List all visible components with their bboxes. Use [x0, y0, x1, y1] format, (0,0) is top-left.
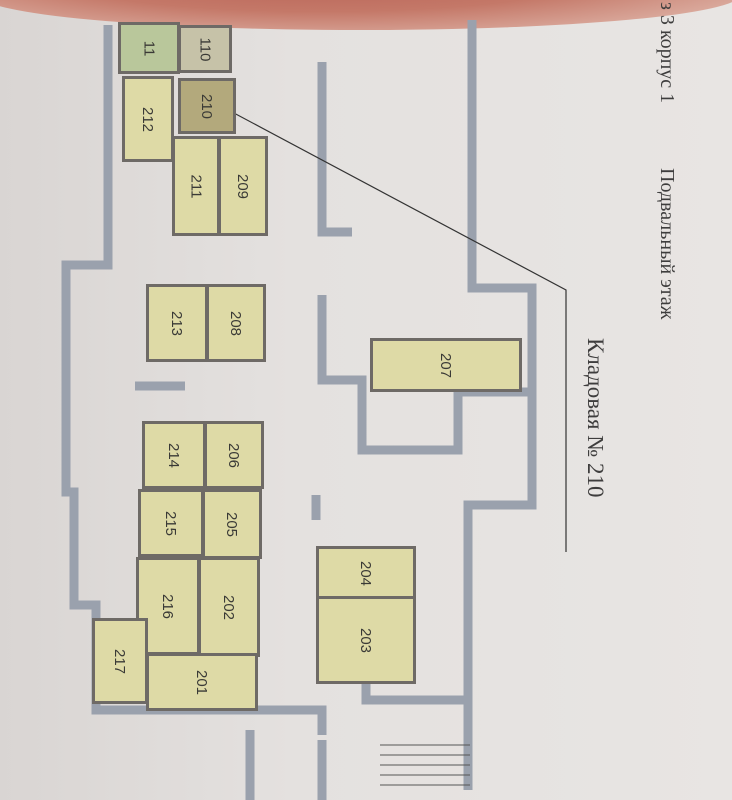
room-number: 202: [220, 594, 238, 620]
room-212: 212: [122, 76, 174, 162]
inner-wall-mid: [317, 295, 532, 455]
room-number: 204: [357, 560, 375, 586]
floor-label: Подвальный этаж: [656, 168, 678, 320]
callout-label: Кладовая № 210: [583, 338, 608, 498]
room-213: 213: [146, 284, 208, 362]
room-11: 11: [118, 22, 180, 74]
room-number: 210: [198, 93, 216, 119]
room-207: 207: [370, 338, 522, 392]
room-208: 208: [206, 284, 266, 362]
building-label: з 3 корпус 1: [656, 2, 678, 104]
room-number: 201: [193, 669, 211, 695]
inner-wall-top: [317, 62, 352, 237]
room-203: 203: [316, 596, 416, 684]
room-number: 11: [140, 40, 158, 56]
room-number: 110: [196, 37, 214, 61]
room-211: 211: [172, 136, 220, 236]
room-number: 216: [159, 593, 177, 619]
room-number: 205: [223, 511, 241, 537]
room-202: 202: [198, 557, 260, 657]
room-110: 110: [178, 25, 232, 73]
room-215: 215: [138, 489, 204, 557]
callout-leader-line: [231, 111, 567, 552]
room-201: 201: [146, 653, 258, 711]
outer-wall-right: [463, 20, 537, 790]
room-number: 214: [165, 442, 183, 468]
room-210: 210: [178, 78, 236, 134]
room-number: 211: [187, 174, 205, 198]
room-number: 209: [234, 173, 252, 199]
room-number: 206: [225, 442, 243, 468]
room-217: 217: [92, 618, 148, 704]
room-206: 206: [204, 421, 264, 489]
room-number: 215: [162, 510, 180, 536]
room-number: 213: [168, 310, 186, 336]
room-number: 208: [227, 310, 245, 336]
room-number: 212: [139, 106, 157, 132]
room-204: 204: [316, 546, 416, 600]
room-number: 207: [437, 352, 455, 378]
room-205: 205: [202, 489, 262, 559]
room-number: 217: [111, 648, 129, 674]
room-214: 214: [142, 421, 206, 489]
room-209: 209: [218, 136, 268, 236]
room-number: 203: [357, 627, 375, 653]
